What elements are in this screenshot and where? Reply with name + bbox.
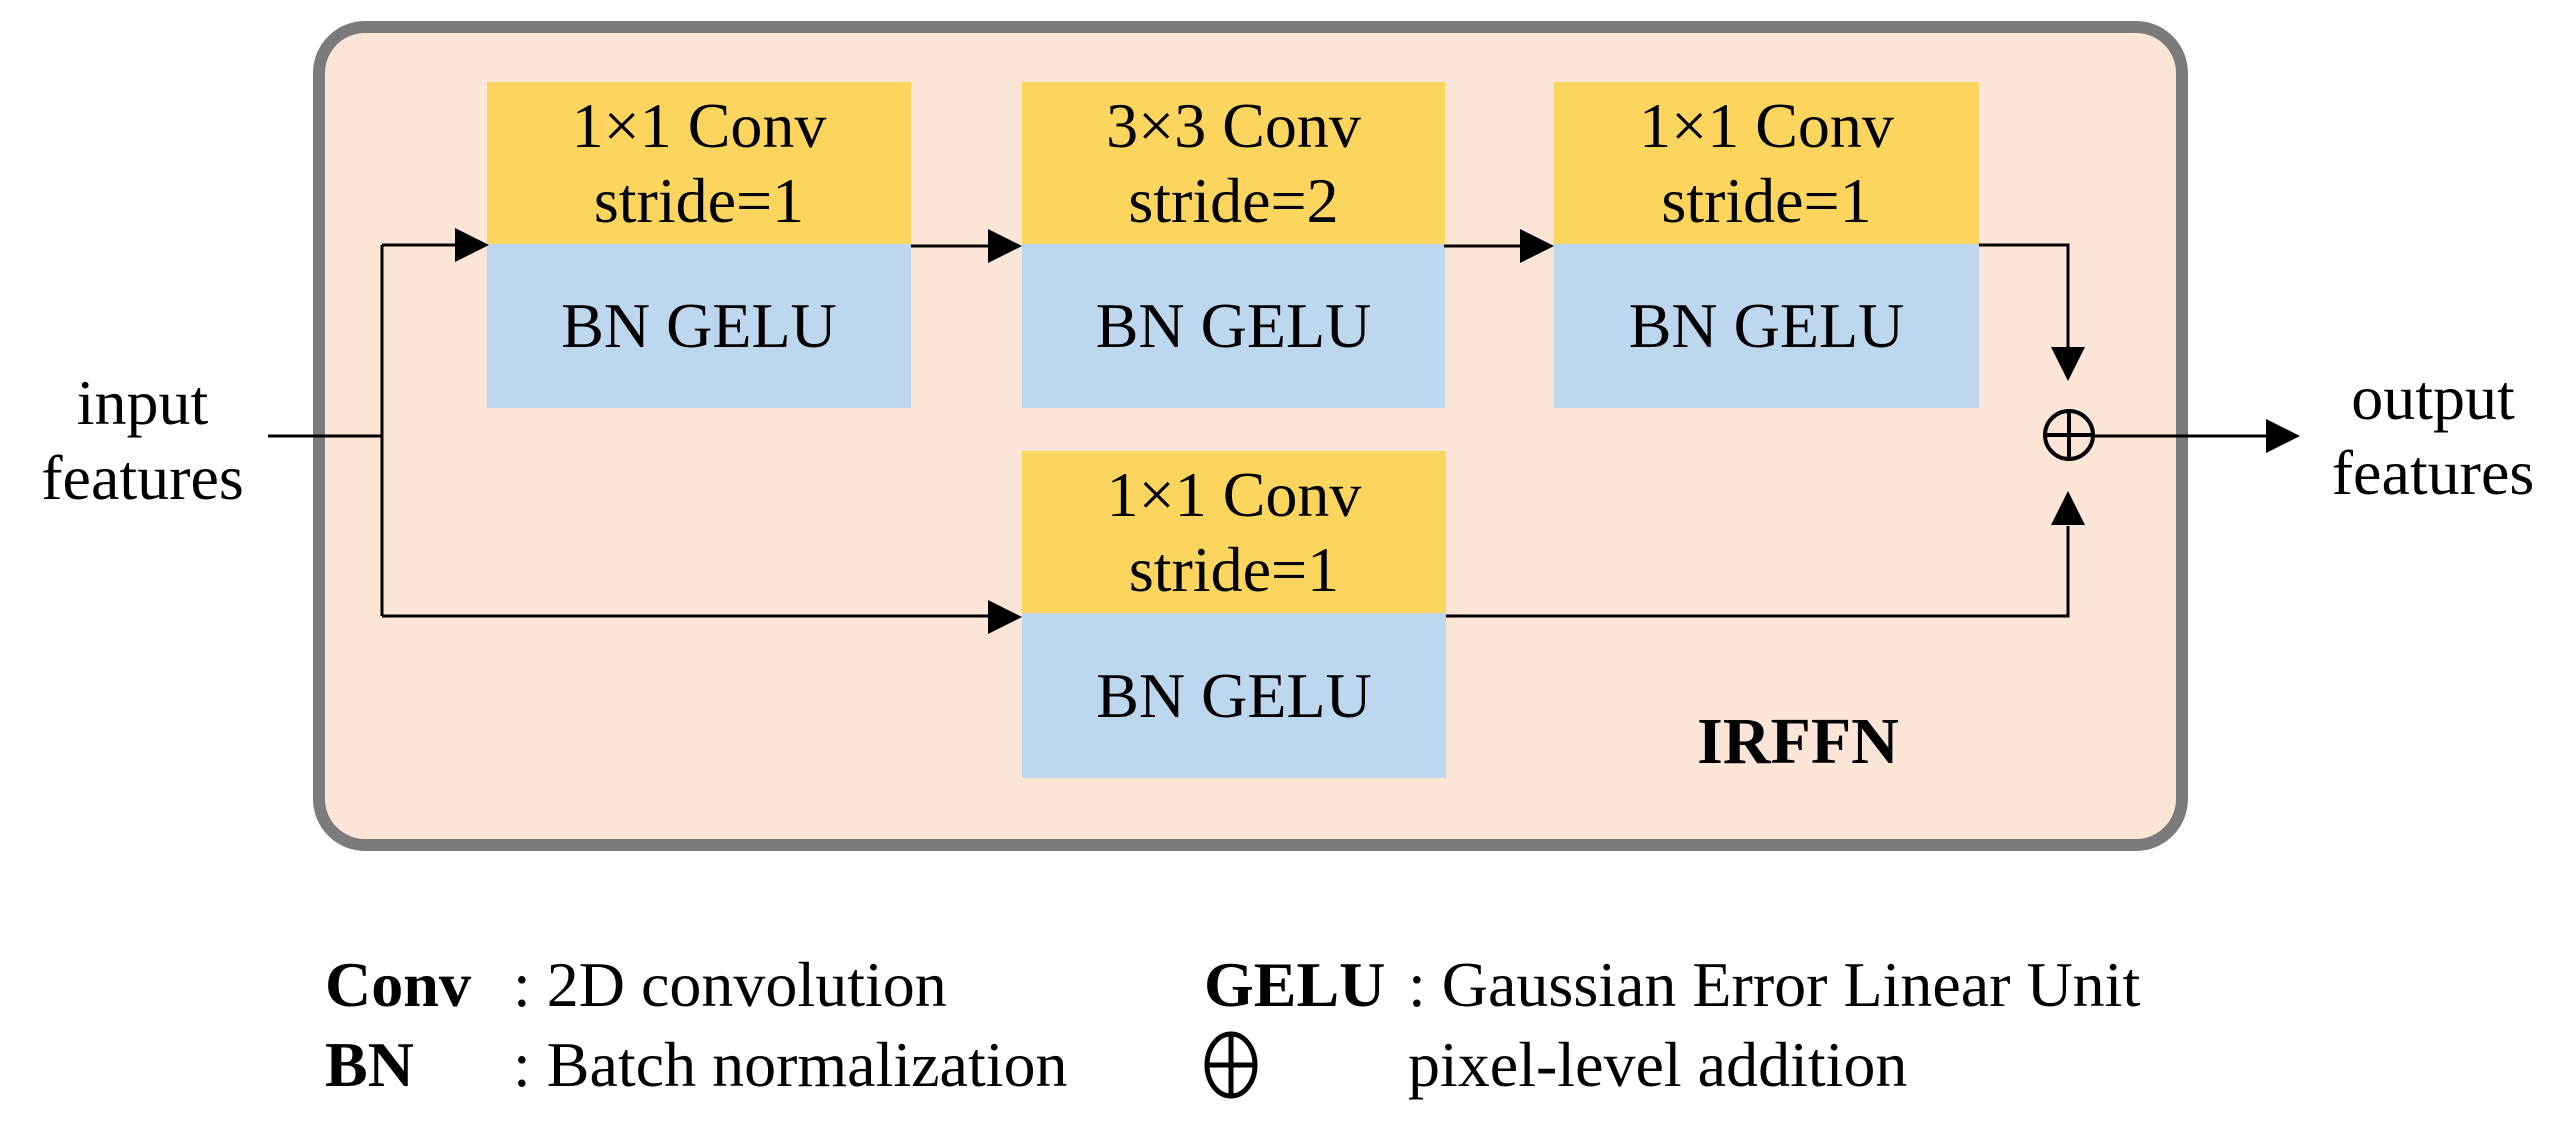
conv-stride-text: stride=1 <box>1661 165 1872 236</box>
bn-gelu-label: BN GELU <box>1022 244 1445 408</box>
conv-kernel-text: 1×1 Conv <box>571 90 827 161</box>
arrowhead-into-block2 <box>988 229 1022 263</box>
legend-term-bn: BN <box>325 1029 414 1100</box>
legend-right-column: GELU : Gaussian Error Linear Unit pixel-… <box>1204 945 2140 1105</box>
conv-label: 1×1 Conv stride=1 <box>1554 82 1979 244</box>
conv-block-3: 1×1 Conv stride=1 BN GELU <box>1554 82 1979 408</box>
conv-kernel-text: 1×1 Conv <box>1106 459 1362 530</box>
arrowhead-up-into-add <box>2051 491 2085 525</box>
legend-def-conv: : 2D convolution <box>513 949 947 1020</box>
legend-term-conv: Conv <box>325 949 471 1020</box>
arrowhead-into-shortcut <box>988 600 1022 634</box>
output-features-label: output features <box>2302 360 2564 510</box>
bn-gelu-label: BN GELU <box>1554 244 1979 408</box>
line-block3-to-add <box>1979 243 2070 348</box>
conv-block-1: 1×1 Conv stride=1 BN GELU <box>487 82 911 408</box>
shortcut-conv-block: 1×1 Conv stride=1 BN GELU <box>1022 451 1446 778</box>
output-label-line2: features <box>2331 437 2535 508</box>
arrowhead-into-block1 <box>455 228 489 262</box>
pixel-add-legend-icon <box>1204 1030 1408 1100</box>
conv-label: 1×1 Conv stride=1 <box>487 82 911 244</box>
conv-kernel-text: 1×1 Conv <box>1639 90 1894 161</box>
arrowhead-down-into-add <box>2051 347 2085 381</box>
conv-label: 1×1 Conv stride=1 <box>1022 451 1446 613</box>
bn-gelu-label: BN GELU <box>1022 613 1446 778</box>
conv-stride-text: stride=1 <box>1128 534 1340 605</box>
bn-gelu-label: BN GELU <box>487 244 911 408</box>
conv-stride-text: stride=2 <box>1128 165 1339 236</box>
conv-stride-text: stride=1 <box>593 165 805 236</box>
legend-def-bn: : Batch normalization <box>513 1029 1068 1100</box>
legend-def-gelu: : Gaussian Error Linear Unit <box>1408 949 2141 1020</box>
output-label-line1: output <box>2351 362 2515 433</box>
line-shortcut-to-add <box>1446 526 2070 618</box>
legend-row-gelu: GELU : Gaussian Error Linear Unit <box>1204 945 2140 1025</box>
input-label-line1: input <box>76 367 209 438</box>
legend-def-pixel-add: pixel-level addition <box>1408 1029 1908 1100</box>
arrowhead-into-block3 <box>1520 229 1554 263</box>
conv-block-2: 3×3 Conv stride=2 BN GELU <box>1022 82 1445 408</box>
conv-label: 3×3 Conv stride=2 <box>1022 82 1445 244</box>
legend-row-pixel-add: pixel-level addition <box>1204 1025 2140 1105</box>
arrowhead-into-output <box>2266 419 2300 453</box>
pixel-add-icon <box>2043 409 2095 461</box>
legend-left-column: Conv : 2D convolution BN : Batch normali… <box>325 945 1068 1105</box>
legend-row-conv: Conv : 2D convolution <box>325 945 1068 1025</box>
irffn-module-tag: IRFFN <box>1697 705 1899 778</box>
legend-row-bn: BN : Batch normalization <box>325 1025 1068 1105</box>
input-label-line2: features <box>41 442 244 513</box>
conv-kernel-text: 3×3 Conv <box>1106 90 1361 161</box>
input-line <box>268 245 384 616</box>
input-features-label: input features <box>5 365 280 515</box>
legend-term-gelu: GELU <box>1204 949 1386 1020</box>
